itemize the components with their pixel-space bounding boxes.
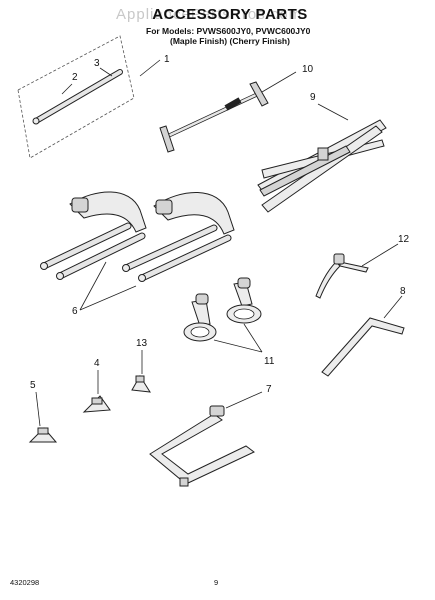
site-watermark: AppliancePartsPros.com — [116, 6, 303, 23]
callout-labels: 1 2 3 10 9 6 12 8 13 4 5 11 7 — [30, 54, 410, 395]
part-tie-bar — [159, 81, 269, 153]
parts-group-box — [17, 35, 135, 159]
part-knob-4 — [82, 395, 111, 413]
part-shoe-tree-left — [40, 191, 147, 280]
page-title: ACCESSORY PARTS — [152, 6, 308, 23]
part-clip-right — [226, 277, 262, 324]
callout-3: 3 — [94, 58, 100, 69]
part-rod — [32, 69, 123, 125]
callout-10: 10 — [302, 64, 314, 75]
callout-4: 4 — [94, 358, 100, 369]
part-shoe-tree-right — [122, 192, 235, 282]
callout-2: 2 — [72, 72, 78, 83]
callout-7: 7 — [266, 384, 272, 395]
document-number: 4320298 — [10, 578, 40, 587]
leader-lines — [35, 59, 403, 427]
model-list: For Models: PVWS600JY0, PVWC600JY0 — [146, 26, 311, 36]
part-hook — [315, 253, 369, 299]
callout-6: 6 — [72, 306, 78, 317]
part-knob-5 — [28, 427, 58, 443]
callout-9: 9 — [310, 92, 316, 103]
callout-13: 13 — [136, 338, 148, 349]
callout-1: 1 — [164, 54, 170, 65]
callout-11: 11 — [264, 356, 275, 367]
callout-8: 8 — [400, 286, 406, 297]
part-hanger-bar — [321, 317, 405, 377]
page-number: 9 — [214, 578, 219, 587]
callout-12: 12 — [398, 234, 410, 245]
part-coat-hanger — [149, 405, 255, 487]
part-rack-rails — [257, 119, 387, 213]
callout-5: 5 — [30, 380, 36, 391]
part-clip-left — [183, 293, 217, 342]
part-knob-13 — [131, 375, 151, 393]
finish-list: (Maple Finish) (Cherry Finish) — [170, 36, 290, 46]
